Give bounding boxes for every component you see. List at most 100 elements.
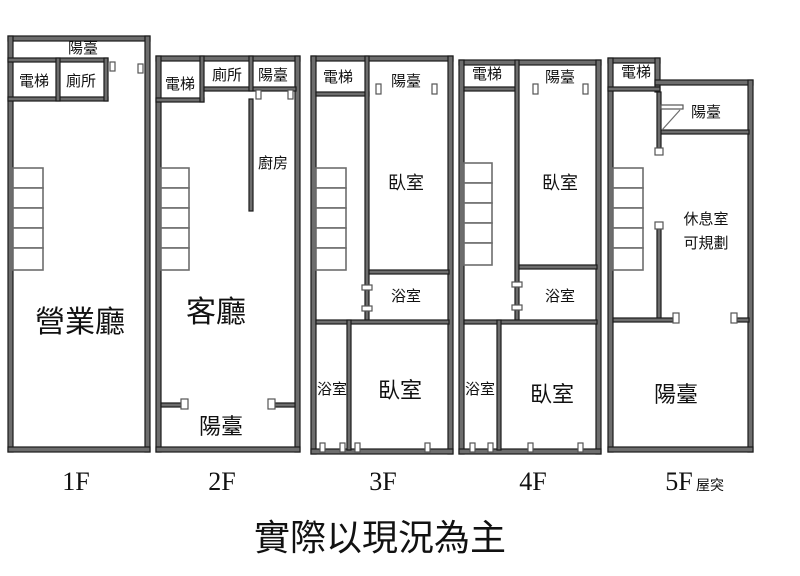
wall <box>595 59 602 455</box>
room-label-living-room: 客廳 <box>186 295 246 330</box>
floor-plan-5f: 電梯 陽臺 休息室 可規劃 陽臺 <box>607 57 754 453</box>
door-jamb <box>137 63 144 74</box>
door-jamb <box>582 83 589 95</box>
wall <box>496 319 502 451</box>
wall <box>315 319 450 325</box>
wall <box>55 57 61 102</box>
floor-plan-1f: 陽臺 電梯 廁所 營業廳 <box>7 35 151 453</box>
wall <box>659 129 750 135</box>
wall <box>656 224 662 322</box>
room-label-bathroom-right: 浴室 <box>391 287 421 305</box>
door-jamb <box>660 104 684 110</box>
wall <box>654 79 754 86</box>
door-jamb <box>287 89 294 100</box>
room-label-business-hall: 營業廳 <box>35 305 125 340</box>
wall <box>463 319 598 325</box>
wall <box>736 317 750 323</box>
staircase <box>12 167 44 271</box>
door-jamb <box>511 304 523 311</box>
wall <box>272 402 296 408</box>
room-label-elevator: 電梯 <box>472 65 502 83</box>
door-jamb <box>654 221 664 230</box>
wall <box>155 55 301 62</box>
room-label-bathroom-left: 浴室 <box>465 380 495 398</box>
door-jamb <box>577 442 584 453</box>
room-label-bedroom-top: 臥室 <box>388 173 424 194</box>
room-label-bathroom-left: 浴室 <box>317 380 347 398</box>
floor-label-2f: 2F <box>208 467 235 496</box>
floor-label-3f: 3F <box>369 467 396 496</box>
door-jamb <box>361 284 373 291</box>
wall <box>7 446 151 453</box>
wall <box>199 55 205 103</box>
room-label-balcony-top: 陽臺 <box>258 66 288 84</box>
door-jamb <box>532 83 539 95</box>
wall <box>144 35 151 453</box>
door-jamb <box>109 61 116 72</box>
floor-label-1f: 1F <box>62 467 89 496</box>
wall <box>447 55 454 455</box>
door-jamb <box>361 305 373 312</box>
wall <box>294 55 301 453</box>
floor-plan-4f: 電梯 陽臺 臥室 浴室 浴室 臥室 <box>458 59 602 455</box>
wall <box>315 91 370 97</box>
room-label-bedroom-top: 臥室 <box>542 173 578 194</box>
door-jamb <box>255 89 262 100</box>
wall <box>368 269 450 275</box>
room-label-balcony: 陽臺 <box>545 68 575 86</box>
room-label-elevator: 電梯 <box>19 72 49 90</box>
wall <box>310 55 454 62</box>
door-jamb <box>469 442 476 453</box>
floor-sublabel-5f: 屋突 <box>696 478 724 494</box>
wall <box>310 448 454 455</box>
door-jamb <box>375 83 382 95</box>
floor-label-4f: 4F <box>519 467 546 496</box>
staircase <box>463 162 493 266</box>
room-label-balcony: 陽臺 <box>68 39 98 57</box>
door-jamb <box>654 147 664 156</box>
door-jamb <box>672 312 680 324</box>
staircase <box>315 167 347 271</box>
door-jamb <box>527 442 534 453</box>
room-label-elevator: 電梯 <box>165 75 195 93</box>
room-label-bedroom-bottom: 臥室 <box>378 379 422 404</box>
disclaimer-note: 實際以現況為主 <box>254 518 506 559</box>
wall <box>364 55 370 323</box>
wall <box>612 317 674 323</box>
wall <box>463 86 519 92</box>
staircase <box>612 167 644 271</box>
room-label-elevator: 電梯 <box>621 63 651 81</box>
wall <box>518 264 598 270</box>
wall <box>607 446 754 453</box>
room-label-bathroom-right: 浴室 <box>545 287 575 305</box>
door-jamb <box>511 281 523 288</box>
wall <box>103 57 109 102</box>
door-jamb <box>354 442 361 453</box>
staircase <box>160 167 190 271</box>
wall <box>607 86 661 92</box>
room-label-elevator: 電梯 <box>323 68 353 86</box>
door-jamb <box>319 442 326 453</box>
floor-label-5f: 5F <box>665 467 692 496</box>
wall <box>155 446 301 453</box>
door-jamb <box>180 398 189 410</box>
room-label-balcony-bottom: 陽臺 <box>199 415 243 440</box>
wall <box>248 98 254 212</box>
room-label-balcony: 陽臺 <box>391 72 421 90</box>
wall <box>248 55 254 92</box>
wall <box>160 402 184 408</box>
room-label-balcony-top: 陽臺 <box>691 103 721 121</box>
door-jamb <box>431 83 438 95</box>
room-label-toilet: 廁所 <box>66 72 96 90</box>
door-jamb <box>487 442 494 453</box>
room-label-bedroom-bottom: 臥室 <box>530 383 574 408</box>
floor-plan-2f: 電梯 廁所 陽臺 廚房 客廳 陽臺 <box>155 55 301 453</box>
room-label-lounge-line1: 休息室 <box>683 210 728 228</box>
door-jamb <box>267 398 276 410</box>
door-jamb <box>730 312 738 324</box>
wall <box>747 79 754 453</box>
room-label-kitchen: 廚房 <box>258 154 288 172</box>
door-jamb <box>424 442 431 453</box>
